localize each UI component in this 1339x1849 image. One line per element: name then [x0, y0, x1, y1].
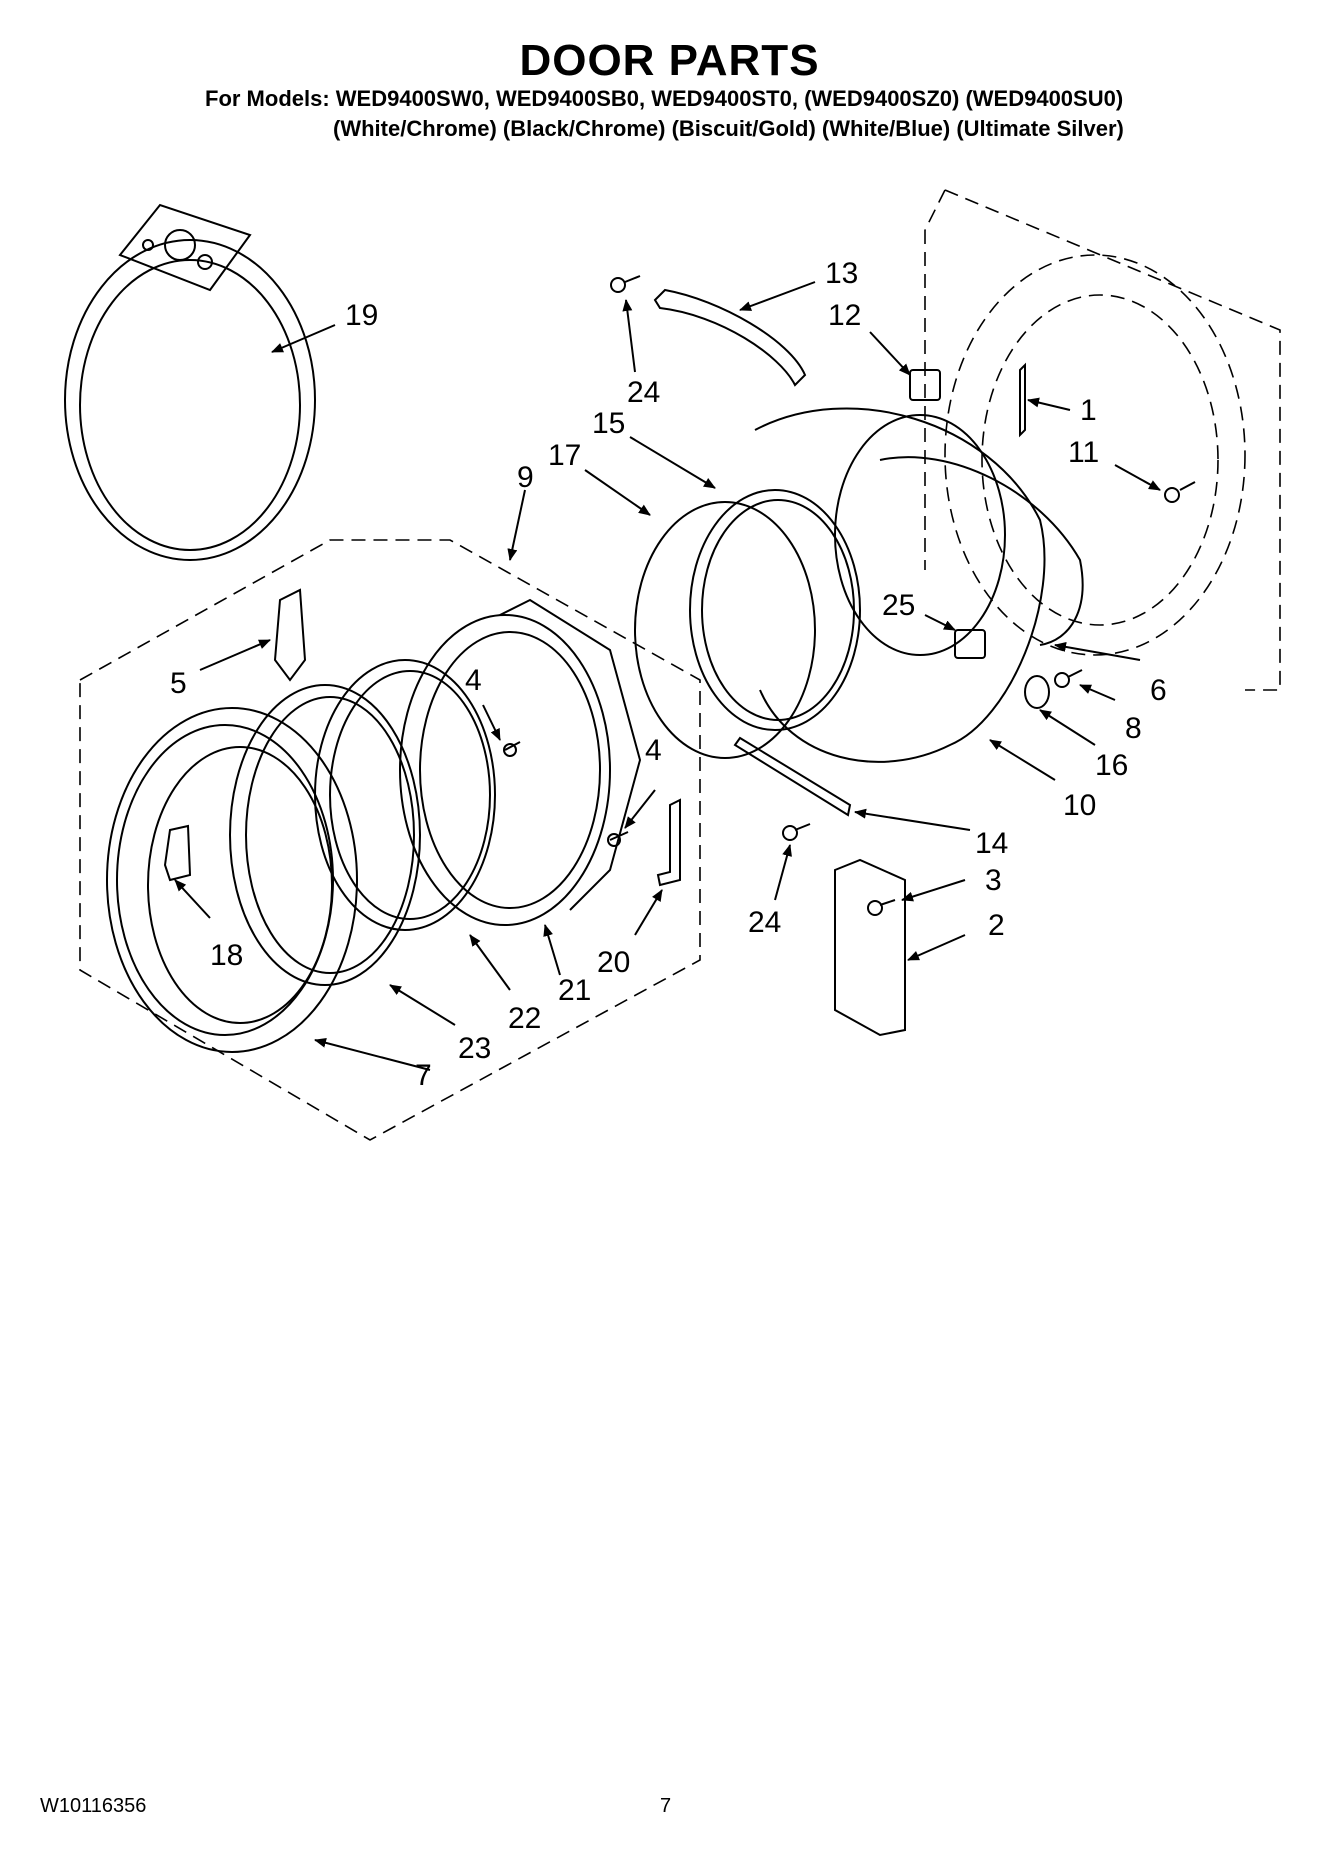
- callout-5: 5: [170, 667, 187, 700]
- hinge-block-12: [909, 369, 941, 401]
- leader-10: [989, 739, 1056, 781]
- hinge-ring-19: [64, 203, 316, 561]
- callout-9: 9: [517, 461, 534, 494]
- outer-door-7: [106, 707, 358, 1053]
- leader-19: [271, 324, 336, 353]
- seal-6: [879, 456, 1084, 646]
- callout-11: 11: [1068, 436, 1099, 469]
- switch-25: [954, 629, 986, 659]
- callout-19: 19: [345, 299, 378, 332]
- leader-6: [1054, 641, 1141, 661]
- callout-17: 17: [548, 439, 581, 472]
- bracket-5: [273, 588, 307, 682]
- models-line: For Models: WED9400SW0, WED9400SB0, WED9…: [205, 86, 1124, 111]
- handle-bar-14: [733, 736, 852, 817]
- inner-ring-22: [314, 659, 496, 931]
- strike-1: [1019, 362, 1026, 438]
- leader-22: [469, 934, 511, 991]
- callout-1: 1: [1080, 394, 1097, 427]
- trim-ring-23: [229, 684, 421, 986]
- screw-24a: [610, 275, 641, 293]
- inner-liner-21: [399, 598, 642, 926]
- leader-21: [543, 924, 561, 976]
- leader-1: [1027, 397, 1071, 411]
- callout-15: 15: [592, 407, 625, 440]
- leader-15: [629, 436, 716, 489]
- door-glass-17: [634, 501, 816, 759]
- callout-13: 13: [825, 257, 858, 290]
- callout-25: 25: [882, 589, 915, 622]
- callout-4b: 4: [645, 734, 662, 767]
- callout-4a: 4: [465, 664, 482, 697]
- hinge-2: [834, 858, 906, 1037]
- callout-23: 23: [458, 1032, 491, 1065]
- screw-8: [1054, 669, 1083, 688]
- page-title: DOOR PARTS: [519, 36, 820, 85]
- leader-2: [907, 934, 966, 961]
- leader-5: [199, 639, 271, 671]
- leader-18: [174, 879, 211, 919]
- front-panel-10: [754, 407, 1046, 763]
- handle-insert-18: [163, 824, 192, 882]
- screw-4a: [503, 741, 521, 757]
- callout-labels: 1 2 3 4 4 5 6 7 8 9 10 11 12 13 14 15 16…: [170, 257, 1167, 1092]
- screw-4b: [607, 831, 629, 847]
- callout-10: 10: [1063, 789, 1096, 822]
- callout-3: 3: [985, 864, 1002, 897]
- leader-7: [314, 1037, 431, 1071]
- leader-8: [1079, 684, 1116, 701]
- leader-11: [1114, 464, 1161, 491]
- leader-16: [1039, 709, 1096, 746]
- leader-23: [389, 984, 456, 1026]
- leader-9: [507, 489, 526, 561]
- callout-24b: 24: [748, 906, 781, 939]
- assembly-9-boundary: [79, 539, 701, 1141]
- leader-14: [854, 808, 971, 831]
- callout-2: 2: [988, 909, 1005, 942]
- leader-12: [869, 331, 911, 376]
- leader-17: [584, 469, 651, 516]
- callout-21: 21: [558, 974, 591, 1007]
- leader-25: [924, 614, 956, 631]
- leader-3: [901, 879, 966, 902]
- page-number: 7: [660, 1795, 672, 1817]
- callout-8: 8: [1125, 712, 1142, 745]
- callout-6: 6: [1150, 674, 1167, 707]
- hinge-strap-13: [653, 288, 807, 387]
- screw-11: [1164, 481, 1196, 503]
- callout-12: 12: [828, 299, 861, 332]
- leader-24b: [774, 844, 792, 901]
- leader-13: [739, 281, 816, 311]
- screw-24b: [782, 823, 811, 841]
- callout-22: 22: [508, 1002, 541, 1035]
- leader-4b: [624, 789, 656, 829]
- cabinet-front-outline: [924, 189, 1281, 691]
- leader-20: [634, 889, 663, 936]
- callout-7: 7: [415, 1059, 432, 1092]
- callout-16: 16: [1095, 749, 1128, 782]
- leader-4a: [482, 704, 501, 741]
- colors-line: (White/Chrome) (Black/Chrome) (Biscuit/G…: [333, 116, 1124, 141]
- screw-3: [867, 899, 896, 916]
- callout-18: 18: [210, 939, 243, 972]
- leader-24a: [622, 299, 636, 373]
- callout-14: 14: [975, 827, 1008, 860]
- callout-20: 20: [597, 946, 630, 979]
- catch-16: [1024, 675, 1050, 709]
- document-number: W10116356: [40, 1795, 147, 1817]
- latch-bracket-20: [656, 798, 681, 887]
- callout-24a: 24: [627, 376, 660, 409]
